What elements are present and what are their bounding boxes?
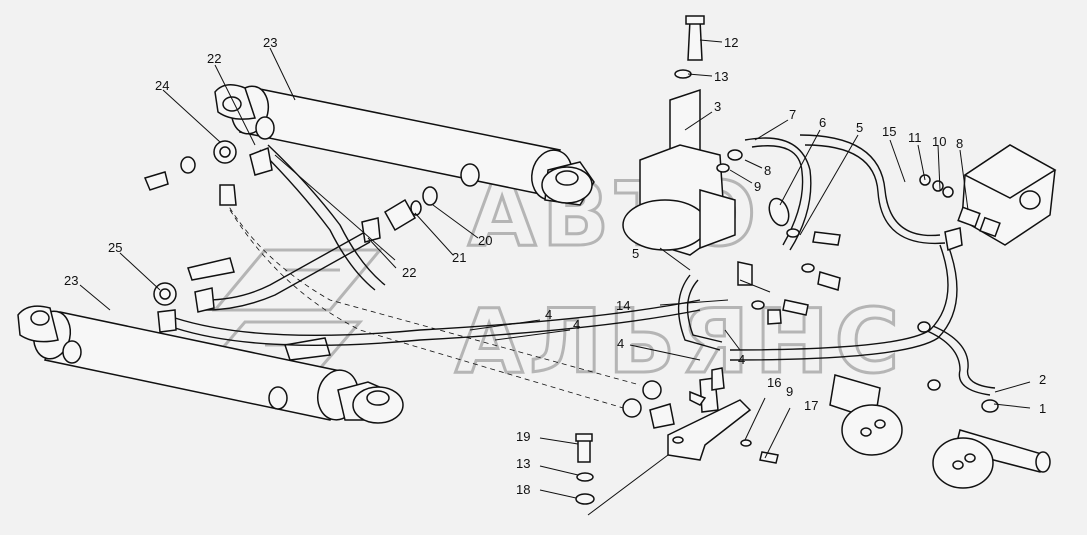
callout-2: 2: [1039, 372, 1046, 387]
callout-21: 21: [452, 250, 466, 265]
callout-14: 14: [616, 298, 630, 313]
leader-lines: [79, 39, 1031, 516]
upper-hydraulic-cylinder: [214, 84, 595, 206]
callout-23-upper: 23: [263, 35, 277, 50]
callout-4-c: 4: [617, 336, 624, 351]
callout-5-left: 5: [632, 246, 639, 261]
callout-4-b: 4: [573, 317, 580, 332]
callout-12: 12: [724, 35, 738, 50]
callout-8-left: 8: [764, 163, 771, 178]
callout-20: 20: [478, 233, 492, 248]
callout-1: 1: [1039, 401, 1046, 416]
lower-hydraulic-cylinder: [17, 305, 404, 424]
callout-25: 25: [108, 240, 122, 255]
callout-16: 16: [767, 375, 781, 390]
callout-10: 10: [932, 134, 946, 149]
callout-24: 24: [155, 78, 169, 93]
fittings: [143, 140, 963, 505]
callout-labels: 12 13 3 7 6 5 15 11 10 8 8 9 5 14 4 4 4 …: [64, 35, 1046, 497]
callout-8-right: 8: [956, 136, 963, 151]
callout-19: 19: [516, 429, 530, 444]
callout-22-upper: 22: [207, 51, 221, 66]
callout-22-lower: 22: [402, 265, 416, 280]
flange-pipes: [829, 374, 1051, 489]
callout-9-bottom: 9: [786, 384, 793, 399]
callout-5-right: 5: [856, 120, 863, 135]
callout-17: 17: [804, 398, 818, 413]
callout-9-top: 9: [754, 179, 761, 194]
callout-3: 3: [714, 99, 721, 114]
watermark-line2: АЛЬЯНС: [455, 290, 905, 393]
callout-18: 18: [516, 482, 530, 497]
callout-23-lower: 23: [64, 273, 78, 288]
callout-4-a: 4: [545, 307, 552, 322]
callout-7: 7: [789, 107, 796, 122]
callout-4-d: 4: [738, 352, 745, 367]
hose-lines: [174, 134, 996, 411]
callout-13-bottom: 13: [516, 456, 530, 471]
callout-11: 11: [908, 130, 922, 145]
callout-13-top: 13: [714, 69, 728, 84]
callout-15: 15: [882, 124, 896, 139]
distributor-block: [957, 144, 1057, 246]
mounting-bracket: [649, 367, 752, 461]
valve-block: [622, 15, 736, 256]
callout-6: 6: [819, 115, 826, 130]
